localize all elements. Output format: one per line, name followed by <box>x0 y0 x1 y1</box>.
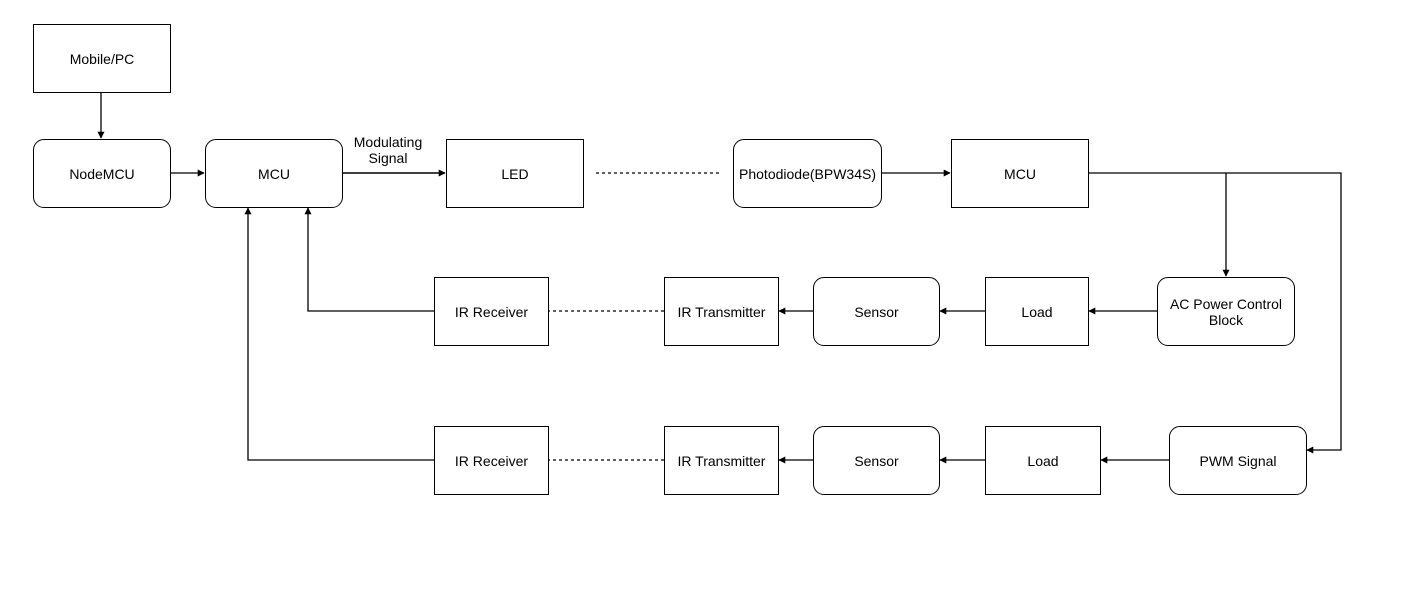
node-led: LED <box>446 139 584 208</box>
node-mcu-transmitter: MCU <box>205 139 343 208</box>
node-ir-receiver-1: IR Receiver <box>434 277 549 346</box>
node-label: PWM Signal <box>1199 452 1277 469</box>
node-load-1: Load <box>985 277 1089 346</box>
node-photodiode: Photodiode(BPW34S) <box>733 139 882 208</box>
node-mcu-receiver: MCU <box>951 139 1089 208</box>
node-label: LED <box>501 165 529 182</box>
node-label: Sensor <box>854 303 899 320</box>
node-ir-transmitter-1: IR Transmitter <box>664 277 779 346</box>
node-sensor-2: Sensor <box>813 426 940 495</box>
node-label: IR Transmitter <box>677 452 766 469</box>
node-label: IR Receiver <box>454 303 529 320</box>
node-label: IR Transmitter <box>677 303 766 320</box>
node-label: AC Power Control Block <box>1169 295 1283 328</box>
edge-label-modulating-signal: Modulating Signal <box>350 134 426 166</box>
node-ac-power-control-block: AC Power Control Block <box>1157 277 1295 346</box>
node-label: Load <box>1021 303 1053 320</box>
edge-ir-rx-1-to-mcu <box>304 207 434 312</box>
edge-label-text: Modulating Signal <box>353 134 423 166</box>
node-ir-receiver-2: IR Receiver <box>434 426 549 495</box>
edge-mcu-to-pwm <box>1226 172 1342 454</box>
node-label: Mobile/PC <box>69 50 135 67</box>
node-label: NodeMCU <box>69 165 135 182</box>
node-label: MCU <box>1004 165 1036 182</box>
node-mobile-pc: Mobile/PC <box>33 24 171 93</box>
edge-ir-rx-2-to-mcu <box>244 207 434 461</box>
node-pwm-signal: PWM Signal <box>1169 426 1307 495</box>
node-label: MCU <box>258 165 290 182</box>
node-label: Sensor <box>854 452 899 469</box>
edge-mcu-to-ac-power <box>1088 172 1230 277</box>
node-label: Load <box>1027 452 1059 469</box>
node-sensor-1: Sensor <box>813 277 940 346</box>
node-label: IR Receiver <box>454 452 529 469</box>
node-ir-transmitter-2: IR Transmitter <box>664 426 779 495</box>
node-label: Photodiode(BPW34S) <box>739 165 876 182</box>
node-load-2: Load <box>985 426 1101 495</box>
node-nodemcu: NodeMCU <box>33 139 171 208</box>
